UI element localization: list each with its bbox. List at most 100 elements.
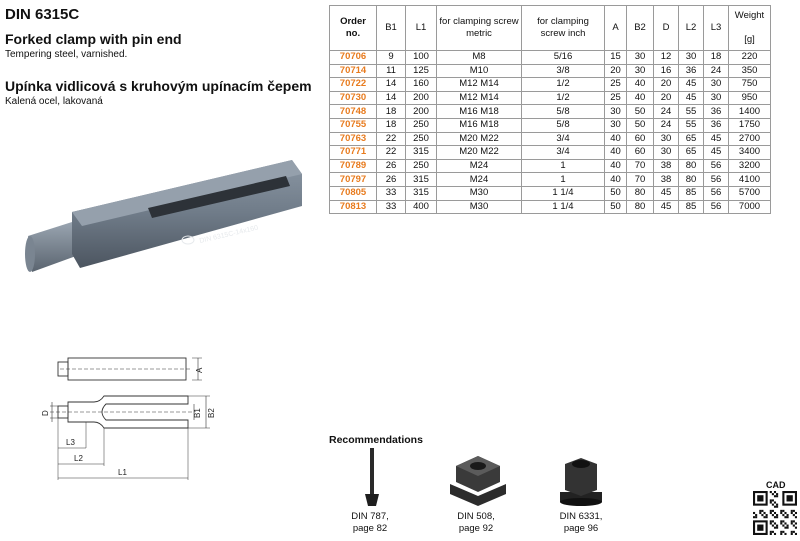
table-cell: 9 xyxy=(376,50,406,65)
table-cell: 60 xyxy=(626,131,654,147)
table-cell: M8 xyxy=(436,50,522,65)
table-cell: 40 xyxy=(604,131,627,147)
table-cell: 14 xyxy=(376,90,406,106)
table-cell: M30 xyxy=(436,185,522,201)
table-cell: 950 xyxy=(728,90,771,106)
table-cell: 315 xyxy=(405,145,437,160)
table-cell: 250 xyxy=(405,117,437,133)
col-weight-label: Weight xyxy=(734,10,765,21)
table-cell: 315 xyxy=(405,172,437,187)
table-cell: 5/16 xyxy=(521,50,605,65)
rec-item-din508-name: DIN 508, xyxy=(457,511,495,522)
table-cell: 30 xyxy=(653,131,679,147)
rec-item-din6331[interactable]: DIN 6331, page 96 xyxy=(548,511,614,535)
table-cell: 38 xyxy=(653,158,679,174)
col-l3: L3 xyxy=(703,5,729,51)
table-cell: 36 xyxy=(678,63,704,79)
table-cell: 11 xyxy=(376,63,406,79)
table-cell: 45 xyxy=(678,90,704,106)
table-cell: 56 xyxy=(703,199,729,215)
order-number-link[interactable]: 70813 xyxy=(329,199,377,215)
table-cell: 350 xyxy=(728,63,771,79)
rec-item-din508[interactable]: DIN 508, page 92 xyxy=(444,511,508,535)
table-cell: 7000 xyxy=(728,199,771,215)
table-cell: 56 xyxy=(703,158,729,174)
col-b1: B1 xyxy=(376,5,406,51)
order-number-link[interactable]: 70755 xyxy=(329,117,377,133)
order-number-link[interactable]: 70789 xyxy=(329,158,377,174)
table-cell: M30 xyxy=(436,199,522,215)
order-number-link[interactable]: 70706 xyxy=(329,50,377,65)
table-cell: M20 M22 xyxy=(436,131,522,147)
order-number-link[interactable]: 70797 xyxy=(329,172,377,187)
rec-item-din787[interactable]: DIN 787, page 82 xyxy=(340,511,400,535)
table-cell: 80 xyxy=(626,185,654,201)
table-cell: 125 xyxy=(405,63,437,79)
table-cell: 40 xyxy=(604,172,627,187)
table-cell: 20 xyxy=(653,77,679,92)
table-cell: 3/8 xyxy=(521,63,605,79)
table-cell: M16 M18 xyxy=(436,104,522,119)
table-cell: 50 xyxy=(604,185,627,201)
table-cell: 1 xyxy=(521,172,605,187)
table-cell: 50 xyxy=(626,117,654,133)
table-cell: 30 xyxy=(626,63,654,79)
table-cell: 5/8 xyxy=(521,117,605,133)
order-number-link[interactable]: 70714 xyxy=(329,63,377,79)
col-l2: L2 xyxy=(678,5,704,51)
table-cell: 750 xyxy=(728,77,771,92)
table-cell: 3/4 xyxy=(521,131,605,147)
table-cell: 55 xyxy=(678,117,704,133)
col-metric: for clamping screw metric xyxy=(436,5,522,51)
table-cell: 60 xyxy=(626,145,654,160)
table-cell: 1400 xyxy=(728,104,771,119)
table-cell: 30 xyxy=(703,90,729,106)
table-cell: 1 1/4 xyxy=(521,185,605,201)
table-cell: 200 xyxy=(405,104,437,119)
table-cell: 3400 xyxy=(728,145,771,160)
table-cell: 5700 xyxy=(728,185,771,201)
table-cell: 55 xyxy=(678,104,704,119)
order-number-link[interactable]: 70748 xyxy=(329,104,377,119)
order-number-link[interactable]: 70730 xyxy=(329,90,377,106)
order-number-link[interactable]: 70771 xyxy=(329,145,377,160)
table-cell: 45 xyxy=(703,145,729,160)
rec-item-din508-page: page 92 xyxy=(458,523,494,534)
table-cell: 18 xyxy=(376,104,406,119)
table-cell: 50 xyxy=(626,104,654,119)
table-cell: 24 xyxy=(703,63,729,79)
screw-image xyxy=(365,448,379,506)
order-number-link[interactable]: 70763 xyxy=(329,131,377,147)
table-cell: 200 xyxy=(405,90,437,106)
table-cell: 45 xyxy=(653,185,679,201)
table-cell: 40 xyxy=(626,77,654,92)
order-number-link[interactable]: 70805 xyxy=(329,185,377,201)
col-weight-unit: [g] xyxy=(744,34,755,45)
rec-item-din787-name: DIN 787, xyxy=(351,511,389,522)
qr-code-icon[interactable] xyxy=(753,491,797,535)
rec-item-din787-page: page 82 xyxy=(352,523,388,534)
table-cell: 26 xyxy=(376,158,406,174)
table-cell: 33 xyxy=(376,185,406,201)
table-cell: 25 xyxy=(604,77,627,92)
rec-item-din6331-name: DIN 6331, xyxy=(559,511,603,522)
table-cell: 16 xyxy=(653,63,679,79)
rec-item-din6331-page: page 96 xyxy=(563,523,599,534)
dim-b1: B1 xyxy=(193,408,202,418)
dim-l1: L1 xyxy=(118,468,127,477)
table-cell: 250 xyxy=(405,131,437,147)
table-cell: M10 xyxy=(436,63,522,79)
table-cell: 12 xyxy=(653,50,679,65)
table-cell: 85 xyxy=(678,185,704,201)
table-cell: 40 xyxy=(604,158,627,174)
hex-nut-image xyxy=(560,458,602,506)
table-cell: 40 xyxy=(626,90,654,106)
order-number-link[interactable]: 70722 xyxy=(329,77,377,92)
table-cell: M24 xyxy=(436,172,522,187)
table-cell: 4100 xyxy=(728,172,771,187)
